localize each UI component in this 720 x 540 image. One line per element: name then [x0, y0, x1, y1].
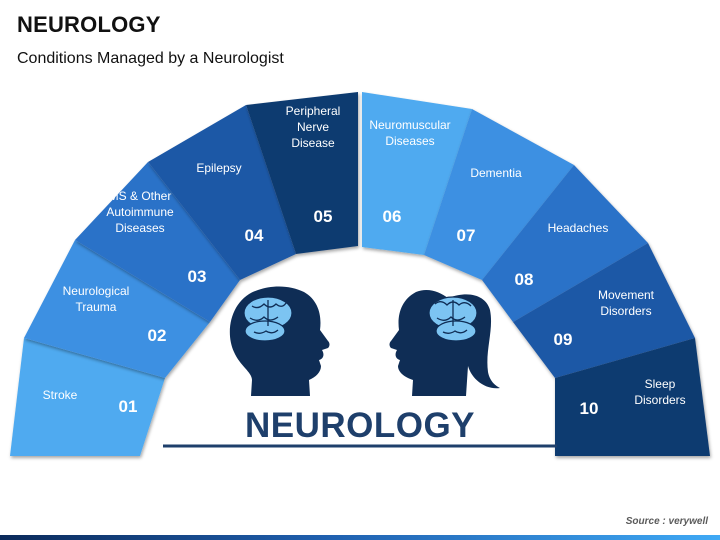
segment-label-line: Trauma — [76, 300, 117, 314]
segment-number: 09 — [554, 330, 573, 349]
segment-shape — [75, 162, 240, 322]
segment-label-line: Dementia — [470, 166, 522, 180]
segment-label-line: Epilepsy — [196, 161, 241, 175]
segment-label: Epilepsy — [196, 161, 241, 175]
segment-number: 07 — [457, 226, 476, 245]
page-subtitle: Conditions Managed by a Neurologist — [17, 50, 284, 67]
segment-label: Headaches — [548, 221, 609, 235]
segment-label-line: Disease — [291, 136, 335, 150]
segment-shape — [424, 109, 574, 280]
segment-label-line: MS & Other — [109, 189, 172, 203]
center-title: NEUROLOGY — [245, 406, 475, 445]
segment-08: Headaches 08 — [482, 165, 648, 322]
segment-label-line: Stroke — [43, 388, 78, 402]
segment-label-line: Diseases — [385, 134, 434, 148]
segment-label-line: Neurological — [63, 284, 130, 298]
segment-shape — [246, 92, 358, 254]
female-head-brain-icon — [389, 289, 500, 396]
segment-shape — [513, 243, 695, 378]
page-title: NEUROLOGY — [17, 12, 161, 37]
segment-number: 01 — [119, 397, 138, 416]
segment-label-line: Autoimmune — [106, 205, 174, 219]
segment-shape — [362, 92, 472, 255]
segment-shape — [555, 338, 710, 456]
segment-number: 10 — [580, 399, 599, 418]
segment-number: 08 — [515, 270, 534, 289]
segment-label-line: Disorders — [634, 393, 685, 407]
source-note: Source : verywell — [625, 516, 708, 527]
segment-number: 02 — [148, 326, 167, 345]
segment-number: 05 — [314, 207, 333, 226]
segment-label-line: Movement — [598, 288, 655, 302]
segment-shape — [10, 338, 165, 456]
segment-number: 03 — [188, 267, 207, 286]
segment-label-line: Headaches — [548, 221, 609, 235]
segment-07: Dementia 07 — [424, 109, 574, 280]
segment-label-line: Diseases — [115, 221, 164, 235]
segment-01: Stroke 01 — [10, 338, 165, 456]
segment-label-line: Nerve — [297, 120, 329, 134]
segment-shape — [148, 105, 296, 280]
segment-shape — [24, 240, 210, 378]
bottom-accent-bar — [0, 535, 720, 540]
segment-label-line: Disorders — [600, 304, 651, 318]
segment-number: 06 — [383, 207, 402, 226]
segment-label: Dementia — [470, 166, 522, 180]
segment-label-line: Peripheral — [286, 104, 341, 118]
segment-04: Epilepsy 04 — [148, 105, 296, 280]
male-head-brain-icon — [229, 286, 330, 396]
segment-shape — [482, 165, 648, 322]
segment-label-line: Neuromuscular — [369, 118, 450, 132]
segment-number: 04 — [245, 226, 264, 245]
segment-label: Stroke — [43, 388, 78, 402]
segment-label-line: Sleep — [645, 377, 676, 391]
